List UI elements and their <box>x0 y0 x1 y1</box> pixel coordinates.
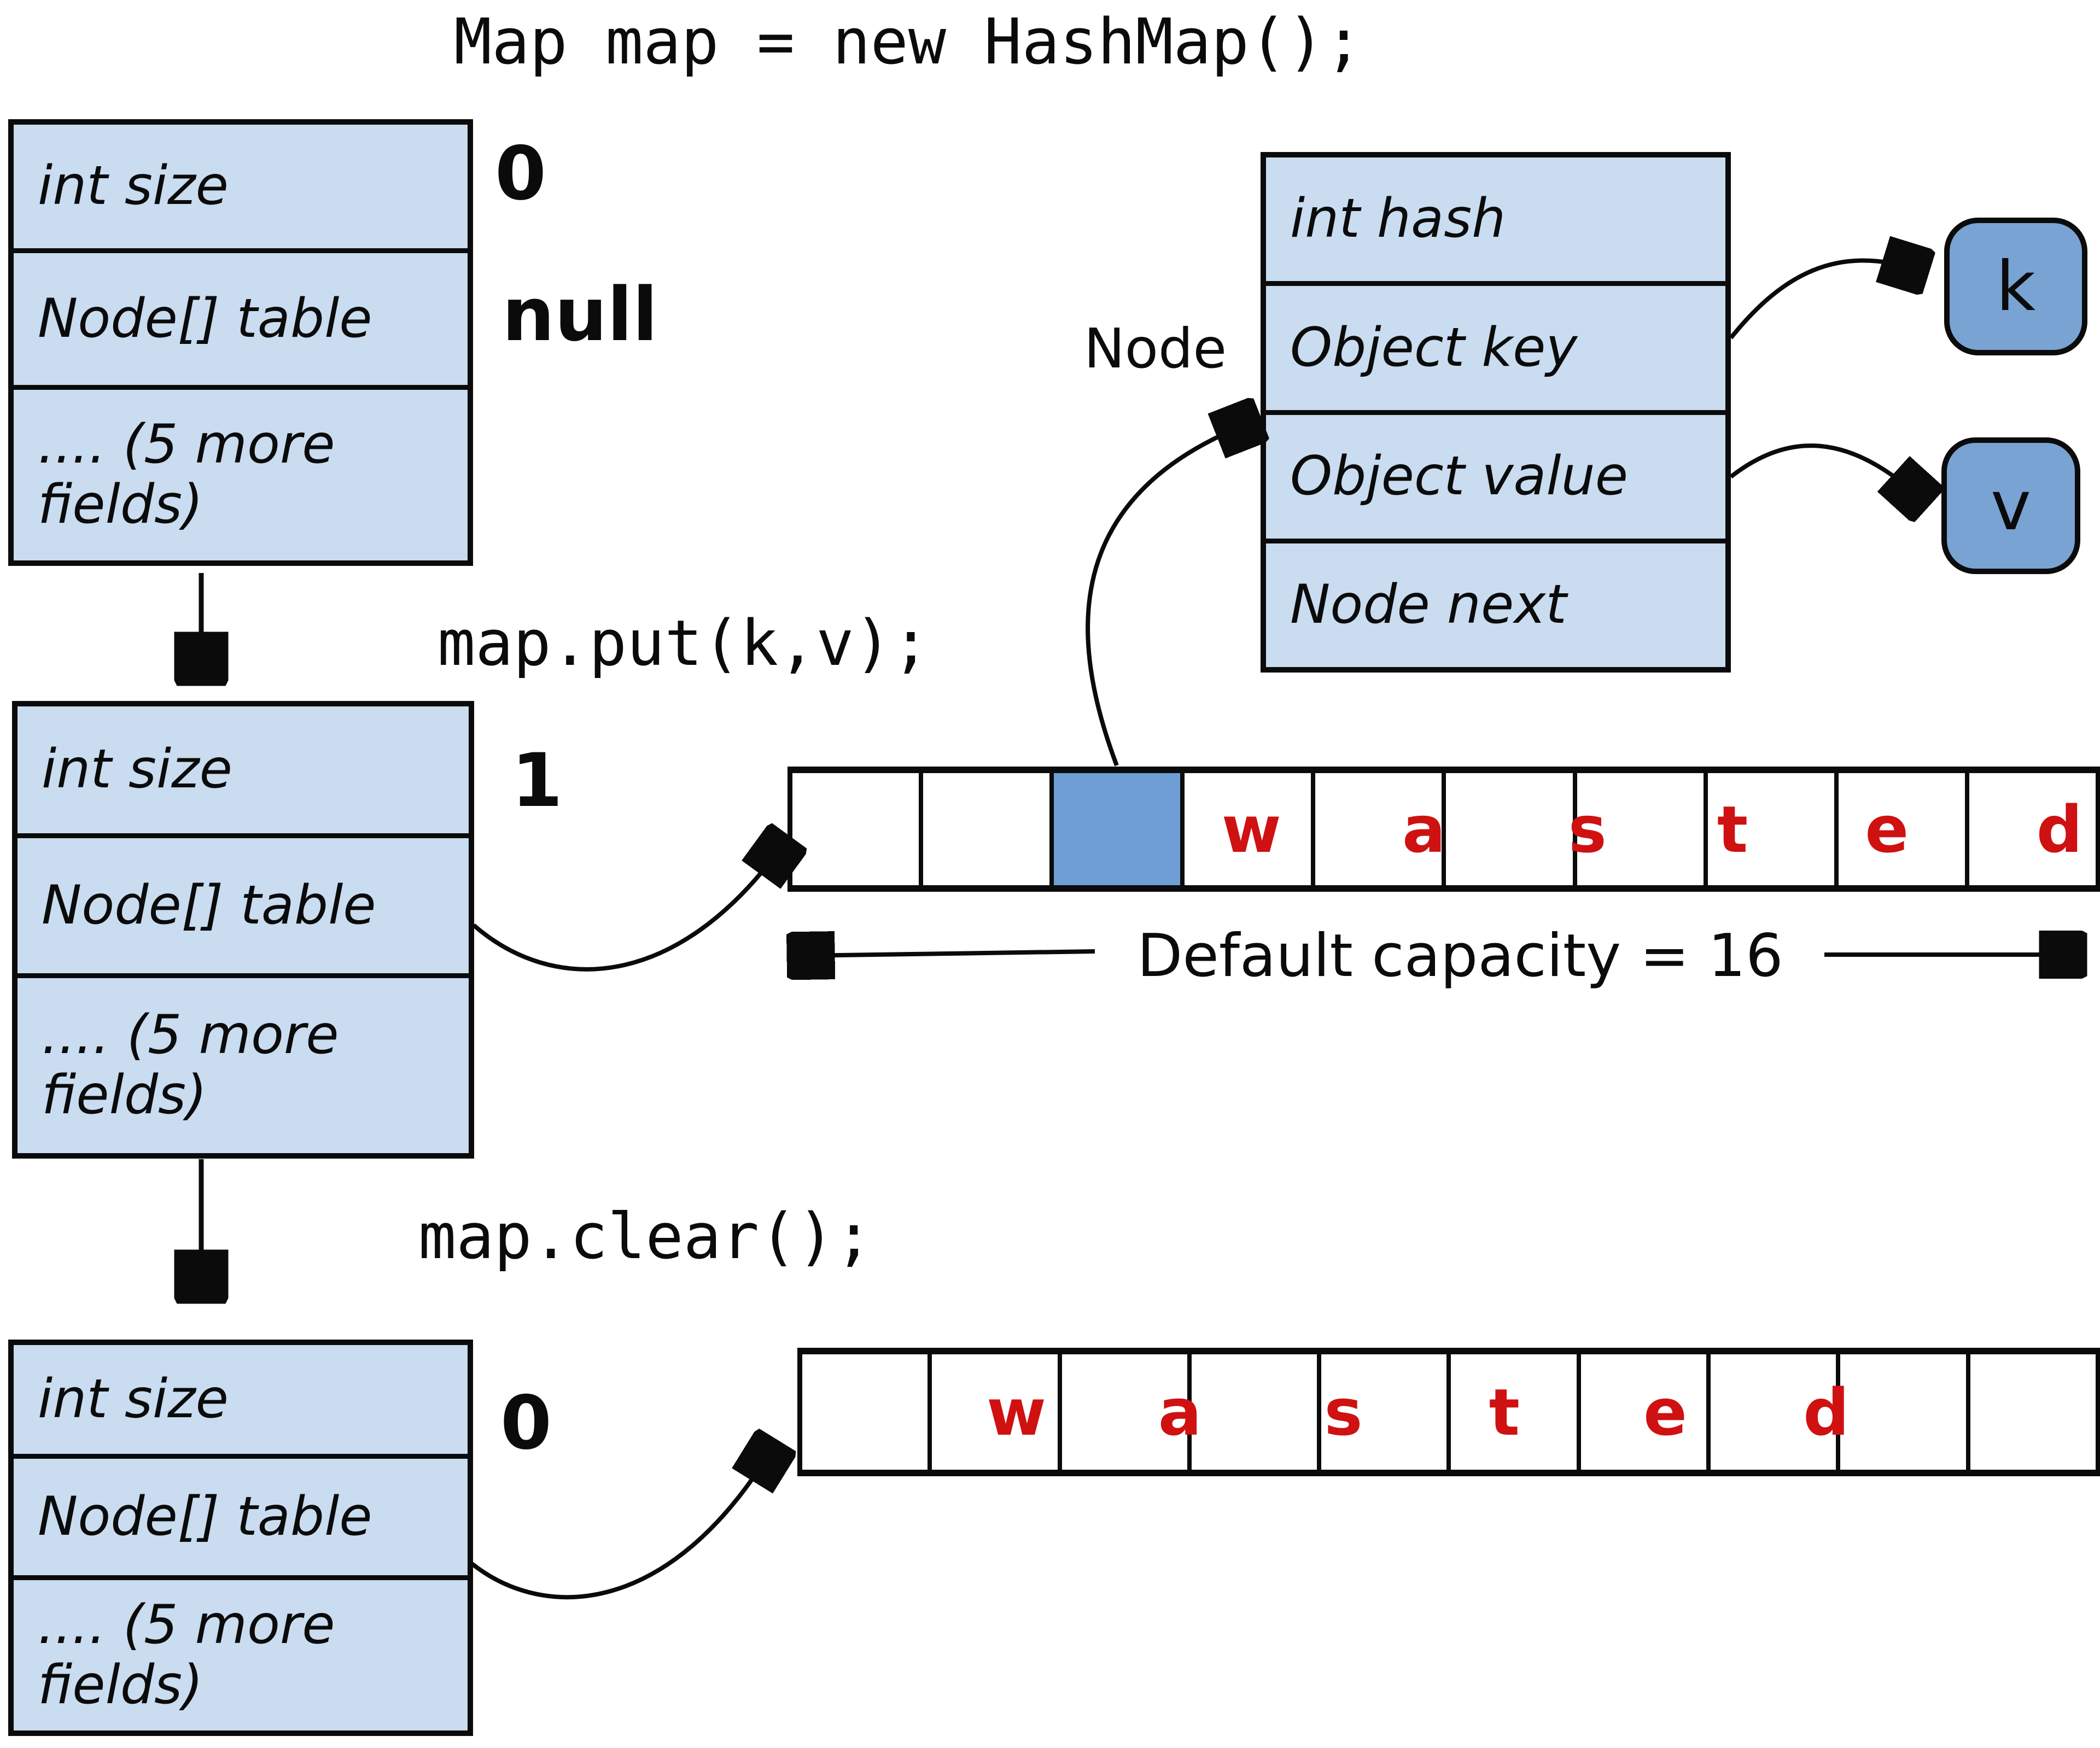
arrow-table-to-cleared-array <box>470 1452 770 1600</box>
wasted-letter: e <box>1865 791 1909 867</box>
bucket-cell <box>1969 773 2100 885</box>
bucket-cell <box>1315 773 1446 885</box>
bucket-cell <box>802 1354 932 1470</box>
node-field-node-next: Node next <box>1266 543 1725 667</box>
size-value-after-clear: 0 <box>500 1380 552 1466</box>
bucket-cell <box>1838 773 1969 885</box>
more-fields-line1: .... (5 more <box>38 413 335 476</box>
bucket-cell <box>1970 1354 2100 1470</box>
node-field-int-hash: int hash <box>1266 157 1725 287</box>
node-struct-box: int hash Object key Object value Node ne… <box>1261 152 1731 673</box>
wasted-letter: d <box>2036 791 2083 867</box>
hashmap-record-after-put: int size Node[] table .... (5 more field… <box>12 701 474 1159</box>
node-field-int-hash-label: int hash <box>1290 188 1506 250</box>
default-capacity-caption: Default capacity = 16 <box>1137 922 1783 990</box>
node-field-node-next-label: Node next <box>1290 574 1567 636</box>
field-node-table-label: Node[] table <box>42 874 376 937</box>
bucket-cell <box>1840 1354 1970 1470</box>
wasted-letter: w <box>1221 791 1281 867</box>
code-put: map.put(k,v); <box>438 607 930 680</box>
bucket-cell <box>1451 1354 1581 1470</box>
field-int-size: int size <box>18 706 469 838</box>
wasted-letter: e <box>1643 1374 1688 1450</box>
node-field-object-value-label: Object value <box>1290 445 1629 507</box>
code-declaration: Map map = new HashMap(); <box>454 5 1363 79</box>
bucket-cell <box>1185 773 1316 885</box>
bucket-cell <box>1191 1354 1322 1470</box>
bucket-cell <box>1711 1354 1841 1470</box>
bucket-cell <box>923 773 1054 885</box>
wasted-letter: d <box>1803 1374 1850 1450</box>
more-fields-line1: .... (5 more <box>38 1593 335 1656</box>
bucket-cell <box>1321 1354 1451 1470</box>
field-node-table: Node[] table <box>14 253 468 390</box>
field-node-table: Node[] table <box>18 838 469 979</box>
bucket-cell <box>1577 773 1708 885</box>
bucket-array-after-put: w a s t e d <box>788 767 2100 892</box>
field-node-table: Node[] table <box>14 1459 468 1581</box>
field-more-fields: .... (5 more fields) <box>14 390 468 560</box>
bucket-cell <box>932 1354 1062 1470</box>
value-object-box: v <box>1941 437 2080 574</box>
node-field-object-key-label: Object key <box>1290 316 1578 379</box>
bucket-cell <box>1707 773 1839 885</box>
wasted-letter: a <box>1158 1374 1202 1450</box>
wasted-letter: s <box>1324 1374 1363 1450</box>
bucket-cell-occupied <box>1054 773 1185 885</box>
arrow-capacity-left <box>801 951 1095 956</box>
table-value-initial: null <box>502 272 658 358</box>
node-box-label: Node <box>1084 317 1227 381</box>
wasted-letter: s <box>1568 791 1607 867</box>
bucket-cell <box>1061 1354 1192 1470</box>
wasted-letter: a <box>1402 791 1446 867</box>
arrow-key-to-k <box>1729 260 1915 340</box>
hashmap-record-after-clear: int size Node[] table .... (5 more field… <box>8 1340 473 1736</box>
field-int-size-label: int size <box>38 155 229 218</box>
field-int-size-label: int size <box>38 1367 229 1430</box>
arrow-table-to-bucket-array <box>472 847 781 972</box>
node-field-object-value: Object value <box>1266 415 1725 543</box>
bucket-cell <box>792 773 924 885</box>
field-more-fields: .... (5 more fields) <box>14 1580 468 1731</box>
arrow-bucket-to-node <box>1086 424 1248 767</box>
size-value-after-put: 1 <box>511 738 563 823</box>
field-node-table-label: Node[] table <box>38 287 372 350</box>
more-fields-line2: fields) <box>42 1064 207 1127</box>
wasted-letter: t <box>1489 1374 1520 1450</box>
more-fields-line2: fields) <box>38 473 203 536</box>
more-fields-line2: fields) <box>38 1653 203 1716</box>
bucket-cell <box>1580 1354 1711 1470</box>
arrow-value-to-v <box>1729 443 1918 496</box>
field-int-size-label: int size <box>42 738 232 800</box>
bucket-array-after-clear: w a s t e d <box>797 1348 2100 1476</box>
key-object-box: k <box>1944 218 2087 355</box>
size-value-initial: 0 <box>495 131 546 217</box>
wasted-letter: t <box>1717 791 1748 867</box>
node-field-object-key: Object key <box>1266 286 1725 415</box>
bucket-cell <box>1446 773 1577 885</box>
hashmap-record-initial: int size Node[] table .... (5 more field… <box>8 119 473 566</box>
wasted-letter: w <box>987 1374 1047 1450</box>
field-node-table-label: Node[] table <box>38 1485 372 1548</box>
code-clear: map.clear(); <box>418 1200 873 1273</box>
more-fields-line1: .... (5 more <box>42 1004 339 1067</box>
field-int-size: int size <box>14 1345 468 1459</box>
field-int-size: int size <box>14 125 468 253</box>
field-more-fields: .... (5 more fields) <box>18 978 469 1153</box>
